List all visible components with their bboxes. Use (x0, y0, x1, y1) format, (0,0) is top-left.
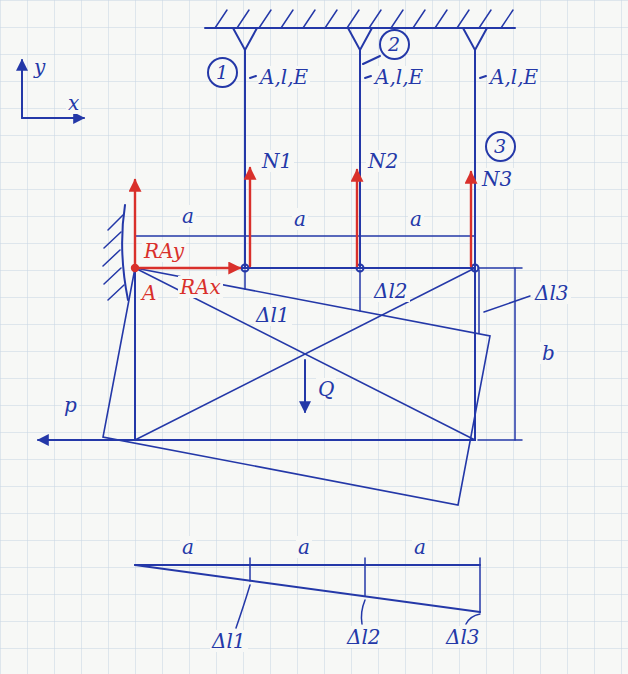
hatch-stroke (259, 10, 271, 28)
hatch-stroke (325, 10, 337, 28)
force-label: N2 (366, 150, 400, 172)
hatch-stroke (347, 10, 359, 28)
dimension-line (514, 268, 516, 440)
elongation-label: Δl3 (533, 282, 571, 304)
callout-number: 1 (216, 63, 228, 82)
hatch-stroke (413, 10, 425, 28)
reaction-label: RAx (178, 276, 223, 298)
hatch-stroke (391, 10, 403, 28)
dimension-line (135, 235, 475, 237)
axis-arrow (21, 60, 23, 118)
hatch-stroke (215, 10, 227, 28)
rod (474, 50, 476, 268)
axis-arrow (22, 117, 84, 119)
hatch-stroke (501, 10, 513, 28)
axis-label: y (32, 56, 47, 78)
force-arrow (470, 172, 472, 266)
dash-mark (365, 76, 371, 78)
reaction-arrow (135, 267, 240, 269)
elongation-label: Δl1 (254, 304, 292, 326)
dimension-tick (359, 230, 361, 242)
deformed-line (135, 565, 480, 612)
force-arrow (249, 168, 251, 266)
force-arrow (356, 170, 358, 266)
rod-property: A,l,E (258, 66, 310, 88)
rigid-beam (135, 268, 475, 440)
undeformed-line (135, 564, 480, 566)
leader-line (363, 56, 380, 64)
leader-line (361, 600, 365, 624)
wall-hatch (103, 215, 124, 300)
beam-diagonal (135, 268, 475, 440)
hatch-stroke (479, 10, 491, 28)
rod (359, 50, 361, 268)
leader-line (236, 585, 250, 628)
elongation-mark (478, 270, 480, 333)
support-symbol (348, 28, 372, 50)
displacement-tick (364, 558, 366, 596)
dimension-tick (474, 230, 476, 242)
member-number: 3 (485, 131, 516, 162)
dimension-label: a (292, 208, 308, 230)
dimension-label: a (180, 536, 196, 558)
elongation-label: Δl2 (345, 626, 383, 648)
dash-mark (480, 76, 486, 78)
hatch-stroke (435, 10, 447, 28)
dimension-tick (244, 230, 246, 242)
elongation-mark (244, 270, 246, 289)
dimension-label: a (408, 208, 424, 230)
leader-line (466, 614, 480, 624)
displacement-tick (249, 558, 251, 581)
hatch-stroke (303, 10, 315, 28)
point-label: p (62, 394, 79, 416)
elongation-label: Δl1 (210, 630, 248, 652)
displacement-tick (479, 558, 481, 612)
dimension-label: a (180, 205, 196, 227)
axis-label: x (66, 92, 81, 114)
member-number: 1 (207, 57, 238, 88)
leader-line (484, 296, 530, 312)
member-number: 2 (379, 29, 410, 60)
hatch-stroke (457, 10, 469, 28)
load-arrow (304, 360, 306, 412)
reaction-arrow (134, 180, 136, 268)
callout-number: 2 (388, 35, 400, 54)
callout-number: 3 (494, 137, 506, 156)
hinge-point (132, 265, 138, 271)
force-label: N1 (260, 150, 294, 172)
reaction-label: RAy (142, 240, 186, 262)
rod (244, 50, 246, 268)
elongation-label: Δl2 (372, 280, 410, 302)
dash-mark (250, 76, 256, 78)
point-label: A (140, 282, 158, 304)
dimension-label: a (412, 536, 428, 558)
rod-property: A,l,E (373, 66, 425, 88)
support-symbol (233, 28, 257, 50)
hatch-stroke (369, 10, 381, 28)
support-symbol (463, 28, 487, 50)
force-label: N3 (480, 168, 514, 190)
load-label: Q (316, 378, 336, 400)
hatch-stroke (281, 10, 293, 28)
dimension-label: a (296, 536, 312, 558)
hatch-stroke (237, 10, 249, 28)
direction-arrow (38, 439, 135, 441)
deformed-beam (103, 268, 490, 505)
dimension-label: b (540, 342, 557, 364)
rod-property: A,l,E (488, 66, 540, 88)
elongation-mark (359, 270, 361, 311)
ceiling-hatch (215, 10, 513, 28)
elongation-label: Δl3 (444, 626, 482, 648)
beam-diagonal (135, 268, 475, 440)
ceiling-line (205, 27, 515, 29)
